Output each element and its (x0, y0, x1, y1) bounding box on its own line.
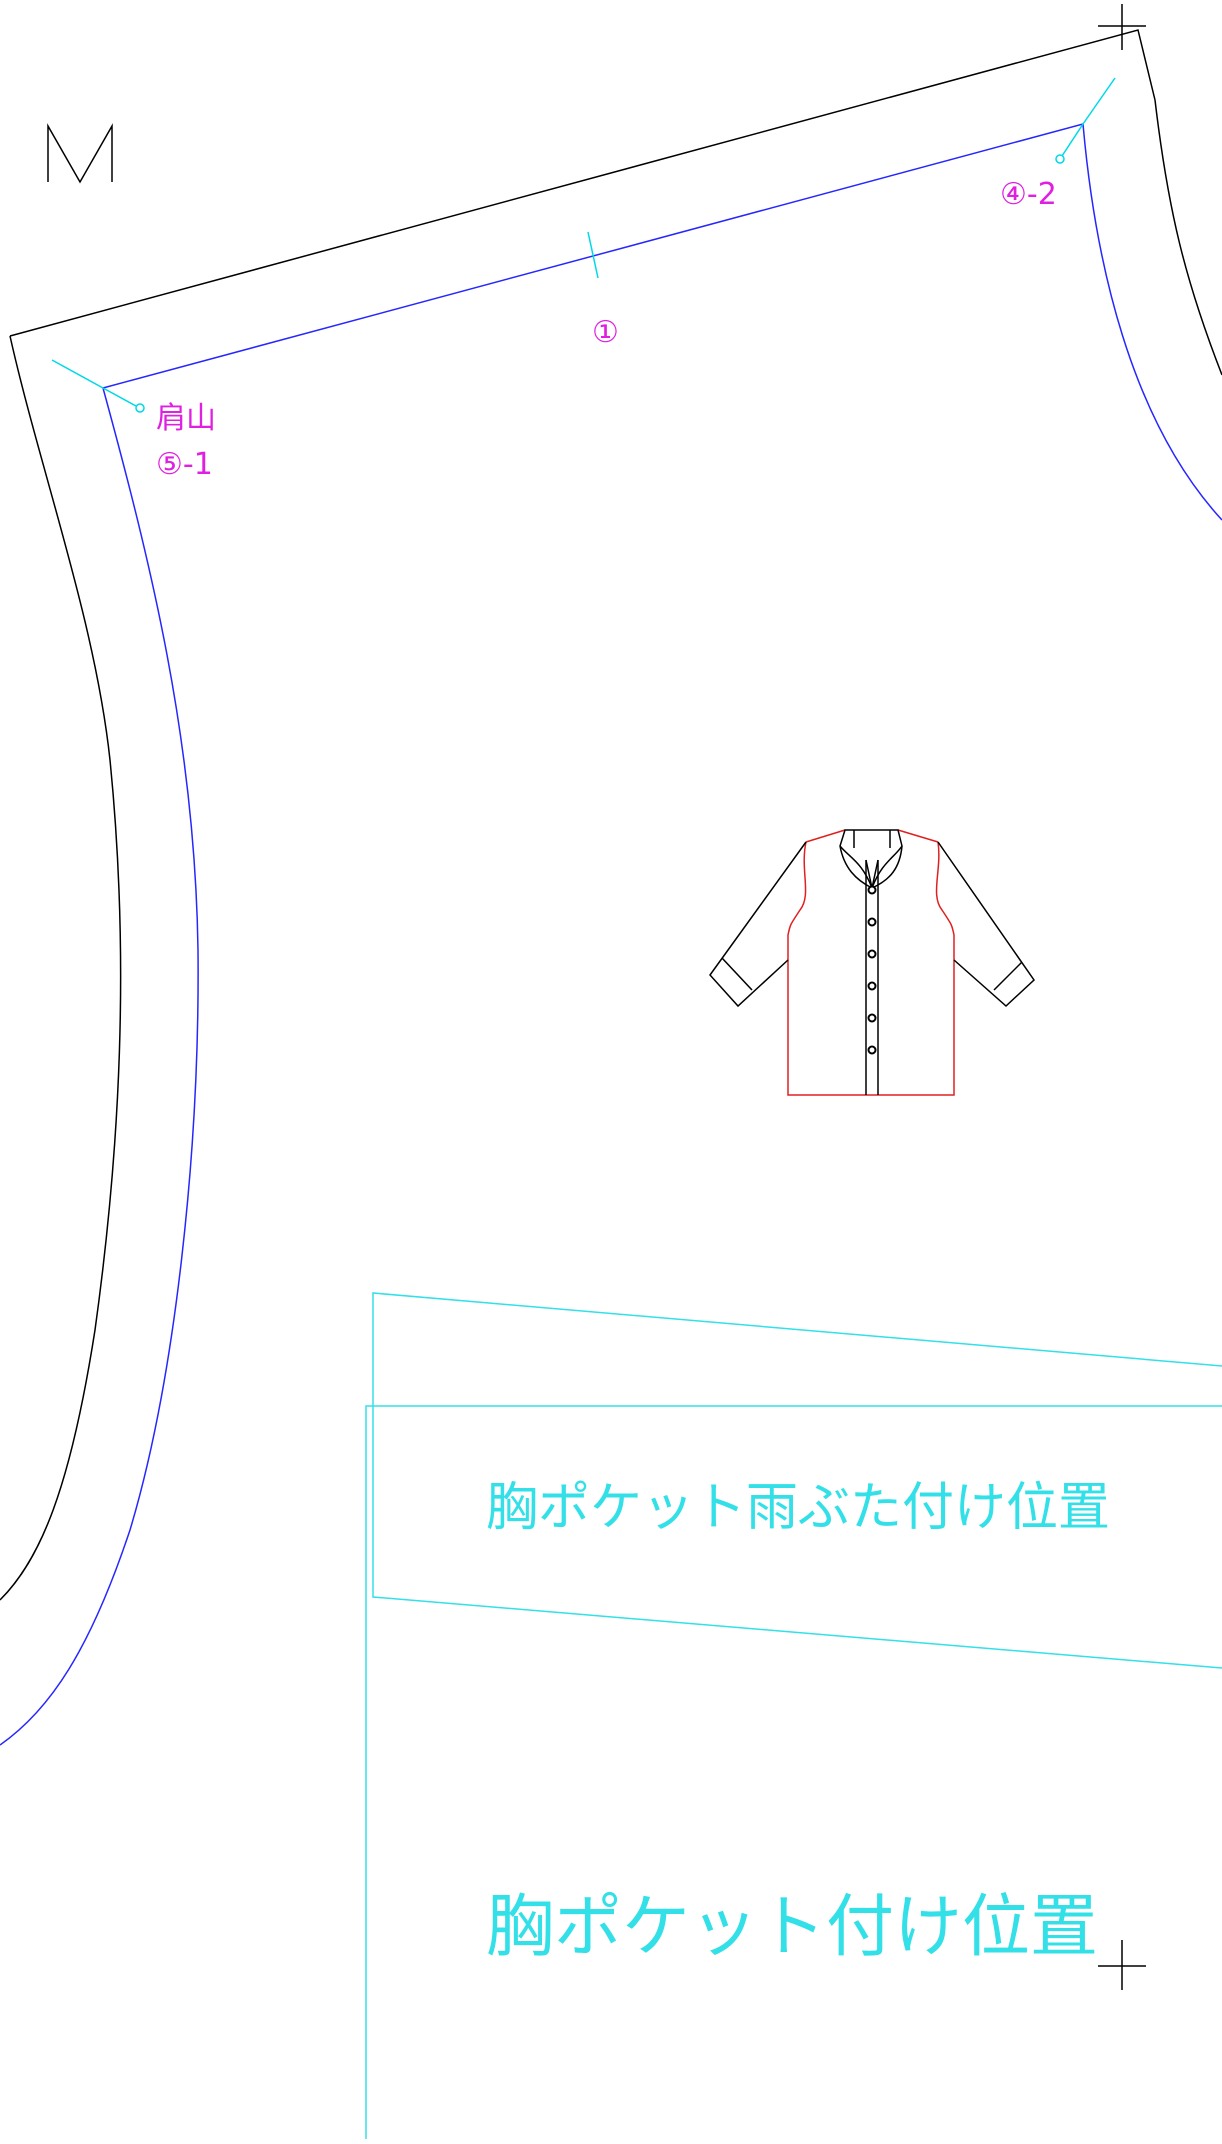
shirt-button (867, 1013, 877, 1023)
cut-line (0, 29, 1222, 1601)
size-label: M (0, 0, 1, 1)
shirt-sketch (709, 829, 1035, 1096)
shirt-button (867, 981, 877, 991)
shirt-button (867, 917, 877, 927)
notch-5-1-label: ⑤-1 (156, 447, 213, 482)
notch-marks (51, 77, 1116, 413)
seam-number-label: ① (592, 315, 619, 350)
size-letter-m (47, 123, 113, 184)
pocket-position-label: 胸ポケット付け位置 (486, 1888, 1098, 1967)
registration-mark-top (1098, 4, 1146, 50)
shirt-button (867, 1045, 877, 1055)
notch-4-2-label: ④-2 (1000, 177, 1057, 212)
shoulder-point-label: 肩山 (156, 401, 216, 436)
shirt-button (867, 949, 877, 959)
shirt-button (867, 885, 877, 895)
registration-mark-bottom (1098, 1940, 1146, 1990)
pocket-flap-label: 胸ポケット雨ぶた付け位置 (486, 1478, 1110, 1538)
shirt-buttons (867, 885, 877, 1055)
pocket-lines (365, 1292, 1222, 2139)
